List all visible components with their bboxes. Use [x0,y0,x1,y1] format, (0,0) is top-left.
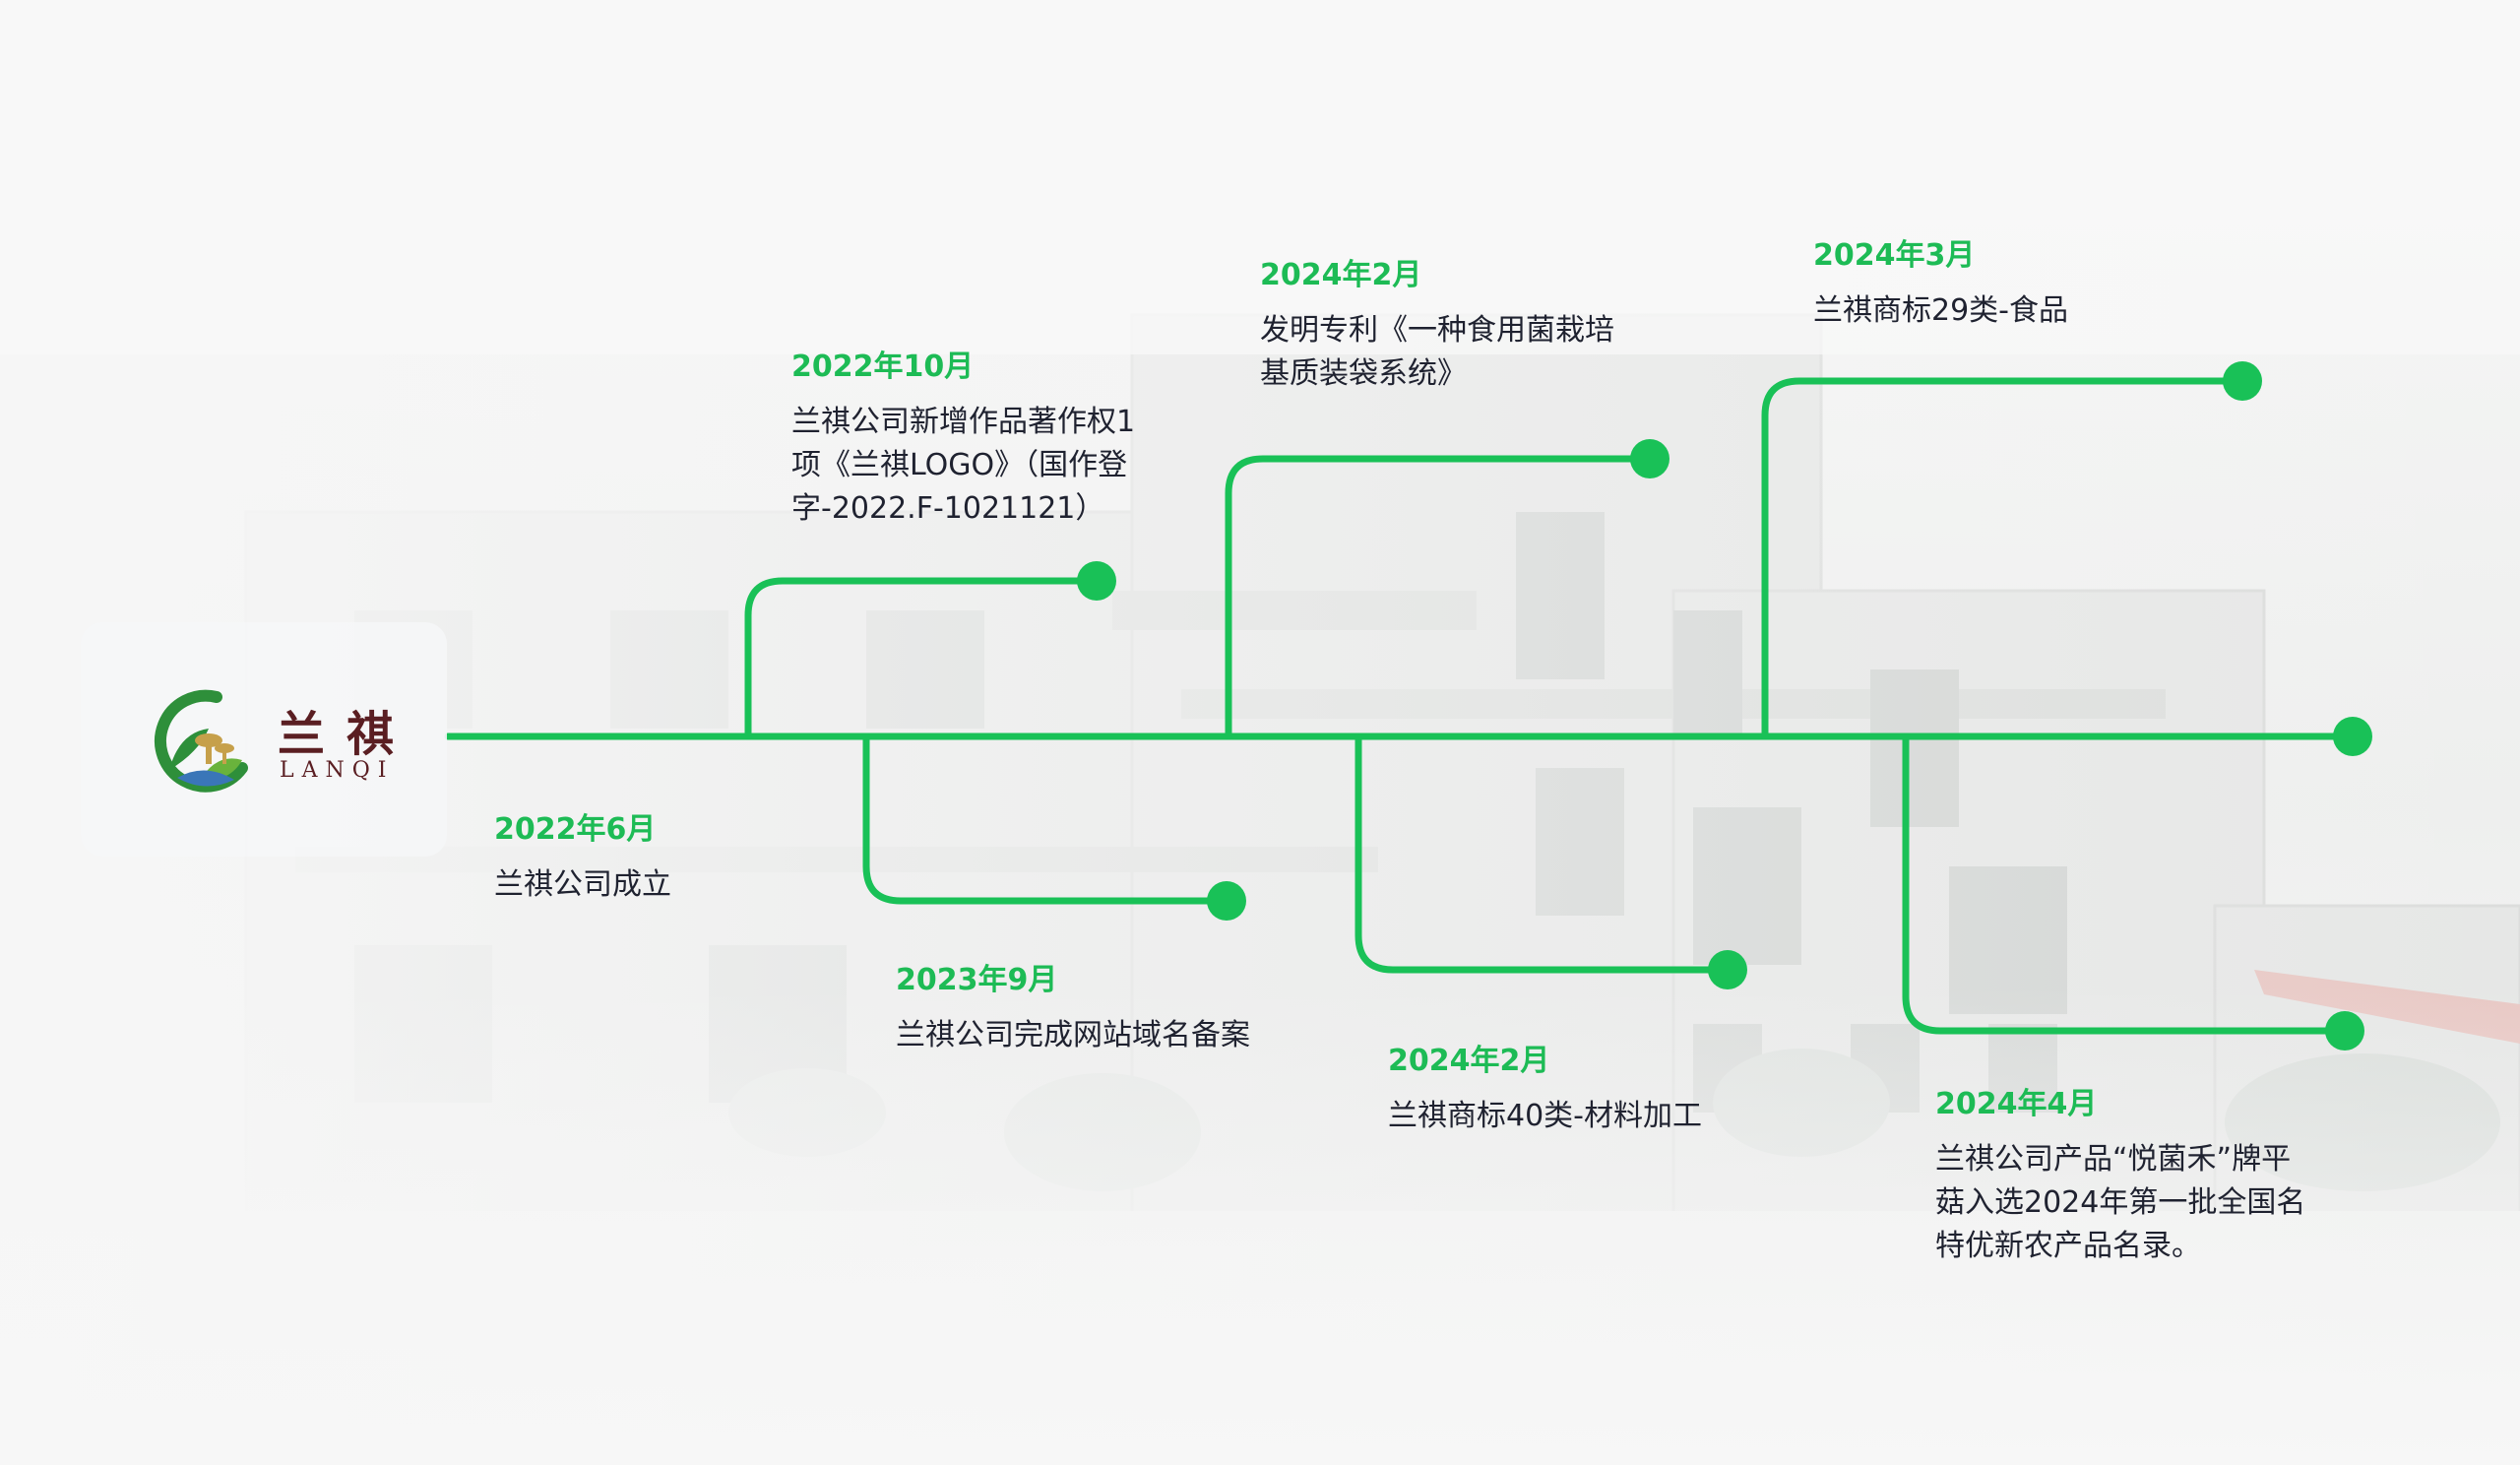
logo-brand-name-en: LANQI [280,758,395,783]
lanqi-logo-icon [155,689,248,793]
event-date: 2022年10月 [791,350,975,384]
timeline-dot-2024-02-patent [1630,439,1670,478]
event-2024-03: 2024年3月 兰祺商标29类-食品 [1813,236,2246,333]
event-description: 兰祺商标40类-材料加工 [1388,1099,1702,1133]
event-date: 2024年2月 [1388,1044,1550,1078]
timeline-branch-2024-02-patent [1225,455,1654,740]
event-2023-09: 2023年9月 兰祺公司完成网站域名备案 [896,961,1329,1057]
timeline-dot-2024-03 [2223,361,2262,401]
event-description: 发明专利《一种食用菌栽培 基质装袋系统》 [1260,313,1614,391]
timeline-end-dot [2333,717,2372,756]
event-2022-06: 2022年6月 兰祺公司成立 [494,810,927,907]
logo-brand-name-cn: 兰祺 [278,707,416,762]
timeline-dot-2023-09 [1207,881,1246,921]
timeline-branch-2022-10 [744,577,1101,740]
event-description: 兰祺公司完成网站域名备案 [896,1018,1250,1052]
timeline-dot-2024-04 [2325,1011,2364,1051]
event-2024-04: 2024年4月 兰祺公司产品“悦菌禾”牌平 菇入选2024年第一批全国名 特优新… [1935,1085,2368,1268]
timeline-dot-2024-02-trademark [1708,950,1747,989]
timeline-branch-2023-09 [862,732,1230,905]
event-description: 兰祺公司成立 [494,867,671,902]
event-description: 兰祺公司产品“悦菌禾”牌平 菇入选2024年第一批全国名 特优新农产品名录。 [1935,1142,2306,1263]
event-2024-02-patent: 2024年2月 发明专利《一种食用菌栽培 基质装袋系统》 [1260,256,1693,396]
logo-card: 兰祺 LANQI [81,622,447,857]
event-date: 2022年6月 [494,812,657,847]
event-date: 2023年9月 [896,963,1058,997]
timeline-branch-2024-04 [1902,732,2349,1035]
timeline-branch-2024-03 [1761,377,2246,740]
event-date: 2024年4月 [1935,1087,2098,1121]
timeline-branch-2024-02-trademark [1354,732,1732,974]
event-2024-02-trademark: 2024年2月 兰祺商标40类-材料加工 [1388,1042,1821,1138]
event-description: 兰祺商标29类-食品 [1813,293,2068,328]
event-date: 2024年2月 [1260,258,1422,292]
event-date: 2024年3月 [1813,238,1976,273]
event-description: 兰祺公司新增作品著作权1 项《兰祺LOGO》（国作登 字-2022.F-1021… [791,405,1136,526]
event-2022-10: 2022年10月 兰祺公司新增作品著作权1 项《兰祺LOGO》（国作登 字-20… [791,348,1225,531]
timeline-dot-2022-10 [1077,561,1116,601]
